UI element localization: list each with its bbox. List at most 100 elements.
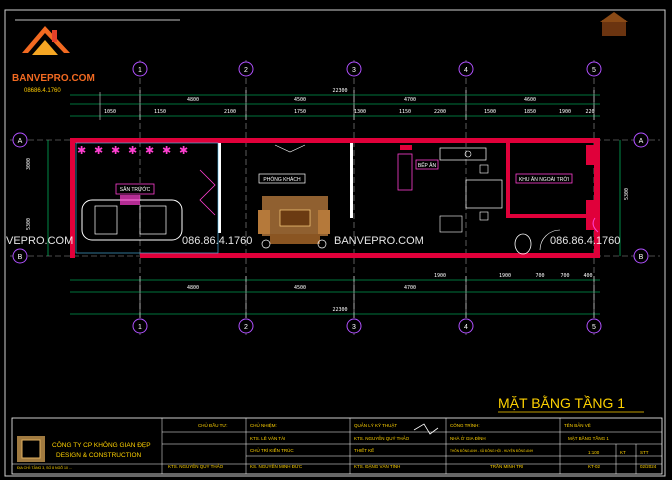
dim-overall-top: 22300 [332,88,347,94]
dim-bottom-sub-4: 700 [560,273,569,279]
dim-bottom-sub-3: 700 [535,273,544,279]
company-address: ĐỊA CHỈ: TẦNG 3, SỐ 8 NGÕ 10 ... [17,465,72,470]
kitchen-area: BẾP ĂN [397,147,503,233]
title-block: CÔNG TY CP KHÔNG GIAN ĐẸP DESIGN & CONST… [11,417,663,475]
dim-sub-7: 2200 [434,109,446,115]
dim-bottom-2: 4500 [294,285,306,291]
dim-overall-bottom: 22300 [332,307,347,313]
svg-text:✱: ✱ [145,144,154,157]
tb-kt: KT [620,450,626,455]
logo-house-icon [32,40,58,55]
car-icon [81,199,183,241]
dim-top-1: 4800 [187,97,199,103]
tb-scale: 1:100 [588,450,600,455]
dim-sub-4: 1750 [294,109,306,115]
grid-label-B-right: B [639,254,644,261]
company-name: CÔNG TY CP KHÔNG GIAN ĐẸP [52,440,151,449]
dim-bottom-sub-2: 1900 [499,273,511,279]
sheet-frame [4,9,666,477]
svg-text:✱: ✱ [77,144,86,157]
dim-sub-6: 1150 [399,109,411,115]
tb-project: NHÀ Ở GIA ĐÌNH [450,435,486,441]
grid-label-2-top: 2 [244,67,248,74]
signature-icon [413,423,439,435]
tb-sign-name: TRẦN MINH TRÍ [490,463,524,469]
walls [70,138,600,258]
tb-owner-label: CHỦ ĐẦU TƯ: [198,422,228,428]
dim-sub-3: 2100 [224,109,236,115]
watermark-left: VEPRO.COM [6,235,73,247]
logo-brand: BANVEPRO.COM [12,73,95,84]
dim-bottom-sub-5: 400 [583,273,592,279]
room-label-garage: SÂN TRƯỚC [120,186,151,193]
drawing-title: MẶT BẰNG TẦNG 1 [498,394,625,411]
svg-text:✱: ✱ [179,144,188,157]
logo-phone: 08686.4.1760 [24,88,61,94]
dim-sub-2: 1150 [154,109,166,115]
dim-sub-5: 1300 [354,109,366,115]
tb-location: THÔN ĐÔNG ANH - XÃ ĐÔNG HỘI - HUYỆN ĐÔNG… [450,448,534,453]
grid-label-2-bottom: 2 [244,324,248,331]
grid-label-A-right: A [639,138,644,145]
company-name-en: DESIGN & CONSTRUCTION [56,452,142,459]
room-label-outdoor: KHU ĂN NGOÀI TRỜI [519,176,569,183]
dim-top-4: 4600 [524,97,536,103]
tb-code: KT-02 [588,464,601,469]
dim-top-2: 4500 [294,97,306,103]
company-logo-icon [17,436,45,462]
tb-revision: 02/2024 [640,464,657,469]
grid-label-1-top: 1 [138,67,142,74]
tb-sheet-label: TÊN BẢN VẼ [564,421,591,428]
dim-top-3: 4700 [404,97,416,103]
dim-sub-11: 220 [585,109,594,115]
tb-chief-name: KS. NGUYỄN MINH ĐỨC [250,463,303,469]
grid-label-1-bottom: 1 [138,324,142,331]
dim-left-1: 3000 [26,158,32,170]
svg-text:✱: ✱ [128,144,137,157]
dim-right-1: 5300 [624,188,630,200]
dim-sub-10: 1900 [559,109,571,115]
tb-chief-label: CHỦ TRÌ KIẾN TRÚC [250,447,294,453]
watermark-center: BANVEPRO.COM [334,235,424,247]
house-icon [600,12,628,36]
grid-label-4-bottom: 4 [464,324,468,331]
watermark-phone-right: 086.86.4.1760 [550,235,620,247]
tb-check-name: KTS. NGUYỄN QUÝ THẢO [354,435,410,441]
tb-sheet: MẶT BẰNG TẦNG 1 [568,434,609,441]
tb-draw-name: KTS. ĐẶNG VĂN TÍNH [354,463,400,469]
watermark-row: VEPRO.COM 086.86.4.1760 BANVEPRO.COM 086… [6,235,620,247]
tb-project-label: CÔNG TRÌNH: [450,422,480,428]
grid-label-3-bottom: 3 [352,324,356,331]
tb-check-label: QUẢN LÝ KỸ THUẬT [354,422,397,428]
tb-stt: STT [640,450,649,455]
living-room: PHÒNG KHÁCH [258,144,330,249]
grid-label-5-top: 5 [592,67,596,74]
dim-bottom-3: 4700 [404,285,416,291]
dim-sub-8: 1500 [484,109,496,115]
room-label-kitchen: BẾP ĂN [418,162,437,169]
tb-designer-name: KTS. LÊ VĂN TÀI [250,434,285,441]
tb-draw-label: THIẾT KẾ [354,447,374,453]
grid-lines [10,60,660,335]
dim-bottom-sub-1: 1900 [434,273,446,279]
logo-roof-icon [22,26,70,53]
svg-text:✱: ✱ [94,144,103,157]
dim-sub-1: 1050 [104,109,116,115]
grid-label-5-bottom: 5 [592,324,596,331]
watermark-phone-left: 086.86.4.1760 [182,235,252,247]
grid-bubbles [12,61,649,334]
svg-text:✱: ✱ [111,144,120,157]
room-label-living: PHÒNG KHÁCH [263,176,301,183]
dim-left-2: 5300 [26,218,32,230]
tb-owner-name: KTS. NGUYỄN QUÝ THẢO [168,463,224,469]
dimension-lines [47,94,621,315]
dim-bottom-1: 4800 [187,285,199,291]
grid-label-A-left: A [18,138,23,145]
svg-text:✱: ✱ [162,144,171,157]
garage-area: ✱ ✱ ✱ ✱ ✱ ✱ ✱ SÂN TRƯỚC [75,142,219,254]
grid-label-4-top: 4 [464,67,468,74]
outdoor-dining: KHU ĂN NGOÀI TRỜI [514,173,599,255]
grid-label-B-left: B [18,254,23,261]
